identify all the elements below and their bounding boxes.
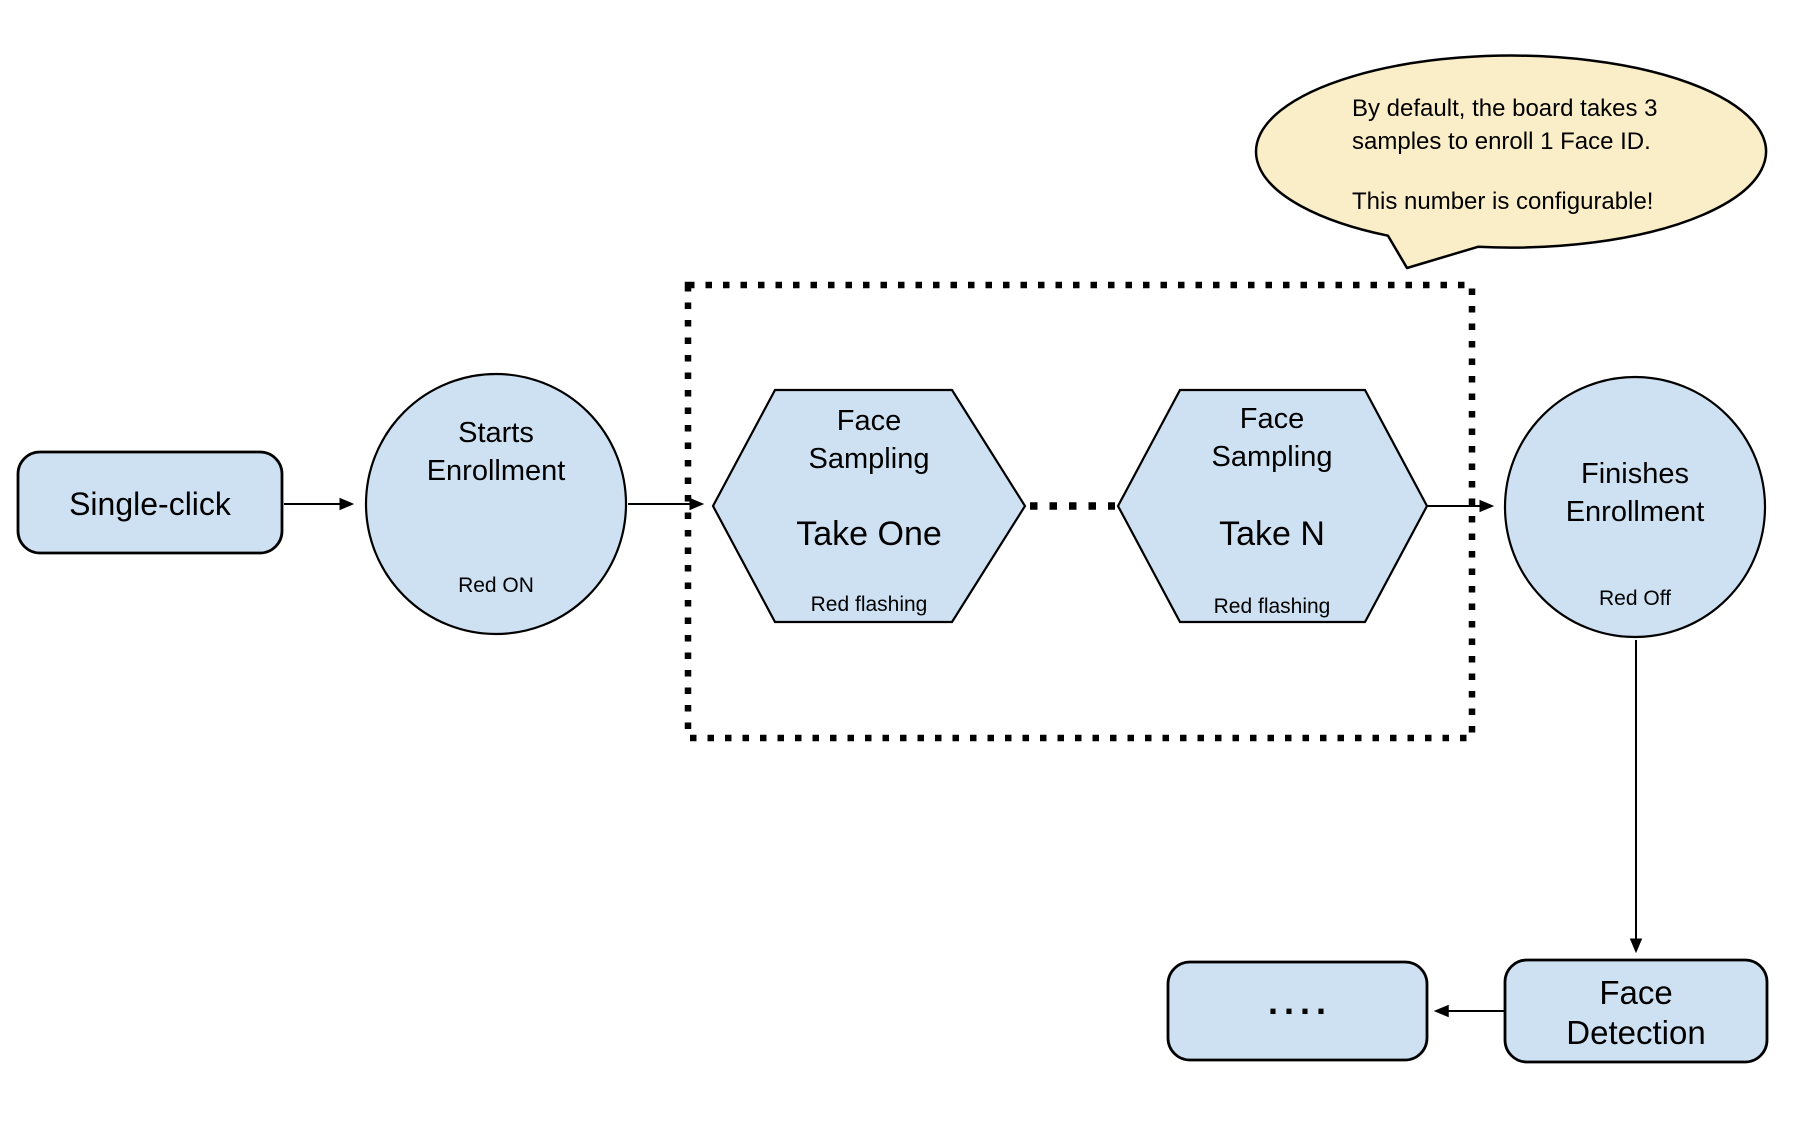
face-detection-title-line2: Detection [1566,1014,1705,1051]
callout-bubble: By default, the board takes 3 samples to… [1254,54,1768,270]
take-n-label: Take N [1219,515,1325,553]
finishes-enrollment-circle [1503,375,1767,639]
callout-bubble-shape [1254,54,1768,270]
continuation-label: .... [1268,981,1332,1022]
callout-text-line3: This number is configurable! [1352,188,1653,215]
face-sampling-take-n-node: Face Sampling Take N Red flashing [1116,388,1429,624]
callout-text-line2: samples to enroll 1 Face ID. [1352,128,1651,155]
take-one-title-line2: Sampling [809,443,930,475]
single-click-node: Single-click [16,450,284,555]
starts-enrollment-led-status: Red ON [458,574,534,597]
continuation-box [1166,960,1429,1062]
single-click-label: Single-click [69,486,232,522]
starts-enrollment-title-line2: Enrollment [427,455,566,487]
face-sampling-take-one-node: Face Sampling Take One Red flashing [711,388,1027,624]
take-n-title-line2: Sampling [1212,441,1333,473]
take-n-led-status: Red flashing [1214,595,1331,618]
single-click-box [16,450,284,555]
callout-text-line1: By default, the board takes 3 [1352,95,1658,122]
sampling-group-dotted-border [684,281,1476,742]
finishes-enrollment-node: Finishes Enrollment Red Off [1503,375,1767,639]
take-one-led-status: Red flashing [811,593,928,616]
take-n-title-line1: Face [1240,403,1304,435]
face-detection-title-line1: Face [1599,974,1672,1011]
finishes-enrollment-title-line2: Enrollment [1566,496,1705,528]
face-detection-node: Face Detection [1503,958,1769,1064]
face-sampling-take-one-hexagon [711,388,1027,624]
starts-enrollment-circle [364,372,628,636]
take-one-title-line1: Face [837,405,901,437]
finishes-enrollment-led-status: Red Off [1599,587,1671,610]
finishes-enrollment-title-line1: Finishes [1581,458,1689,490]
take-one-label: Take One [796,515,942,553]
starts-enrollment-title-line1: Starts [458,417,534,449]
continuation-node: .... [1166,960,1429,1062]
starts-enrollment-node: Starts Enrollment Red ON [364,372,628,636]
